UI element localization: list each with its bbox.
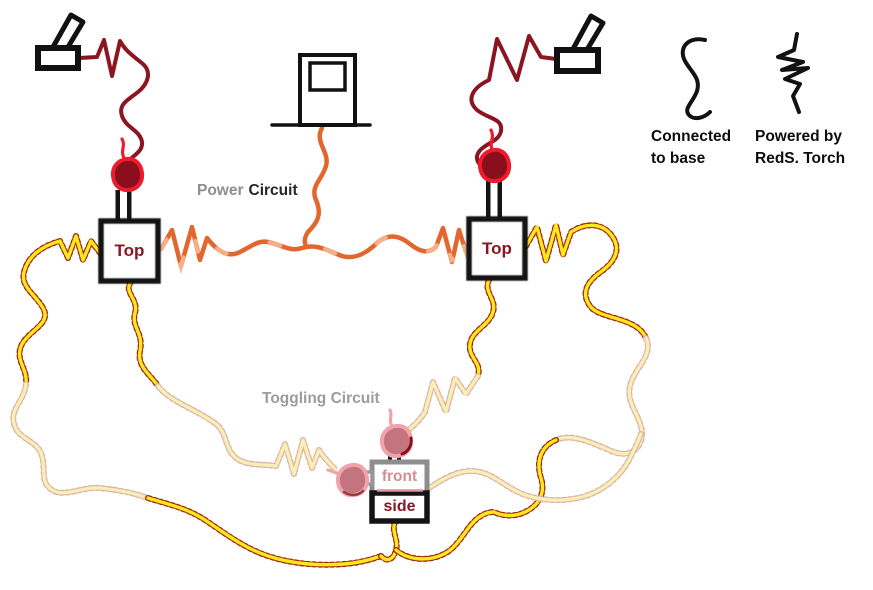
redstone-torch-icon (477, 147, 512, 184)
legend-powered-by-torch: Powered by RedS. Torch (755, 126, 845, 170)
redstone-torch-icon (110, 156, 145, 193)
toggle-wire-right-bottom-edge (491, 437, 559, 519)
legend-line: RedS. Torch (755, 150, 846, 167)
legend-line: Powered by (755, 128, 842, 145)
power-circuit-word2: Circuit (248, 182, 298, 199)
legend-line: Connected (651, 128, 732, 145)
door-window (308, 61, 347, 92)
left-torch-stem (115, 190, 120, 222)
front-top-torch-shade (400, 436, 413, 456)
lever-icon (554, 13, 606, 74)
power-circuit-word1: Power (197, 182, 244, 199)
left-torch-flame (120, 137, 126, 160)
right-lever-wire (469, 34, 558, 172)
front-left-torch-shade (342, 489, 365, 497)
faded-redstone-torch-icon (379, 423, 414, 459)
left-top-bottom-wire (127, 280, 160, 388)
left-top-box (98, 218, 161, 284)
toggle-wire-left-mid-edge (10, 381, 151, 501)
right-torch-stem (497, 181, 502, 219)
left-top-box-label: Top (114, 241, 145, 260)
toggling-circuit-label: Toggling Circuit (262, 390, 380, 407)
legend-line: to base (651, 150, 706, 167)
toggle-wire-right-mid (554, 336, 650, 456)
right-torch-flame (489, 128, 495, 152)
toggle-wire-left-mid (11, 382, 150, 500)
front-top-torch-flame (388, 408, 394, 428)
lever-icon (35, 12, 86, 71)
power-wire (158, 224, 471, 269)
legend-connected-to-base: Connected to base (651, 126, 731, 170)
right-top-bottom-wire-faded (402, 374, 480, 435)
right-top-bottom-wire (468, 278, 496, 378)
front-right-wire-edge (426, 431, 644, 504)
front-right-wire (427, 432, 643, 502)
left-lever-wire (77, 38, 150, 164)
right-top-box (466, 216, 528, 281)
toggle-wire-bottom (146, 496, 383, 567)
front-box-label: front (381, 468, 418, 485)
right-lever-base (554, 47, 601, 74)
toggle-wire-left-loop (17, 234, 102, 386)
door-drop-wire (302, 125, 329, 249)
smooth-squiggle-icon (680, 37, 712, 121)
right-top-box-label: Top (482, 238, 512, 258)
toggle-wire-right-bottom (492, 438, 558, 518)
power-wire-highlight (158, 218, 471, 275)
left-torch-stem (127, 190, 132, 222)
side-box-label: side (383, 497, 416, 515)
jagged-squiggle-icon (776, 32, 810, 114)
left-top-bottom-wire-faded (156, 384, 338, 476)
toggle-wire-right-loop (524, 223, 648, 340)
left-lever-base (35, 45, 81, 71)
side-box (369, 490, 430, 524)
bottom-right-wire (394, 510, 496, 561)
right-torch-stem (486, 181, 491, 219)
door-icon (270, 53, 372, 127)
